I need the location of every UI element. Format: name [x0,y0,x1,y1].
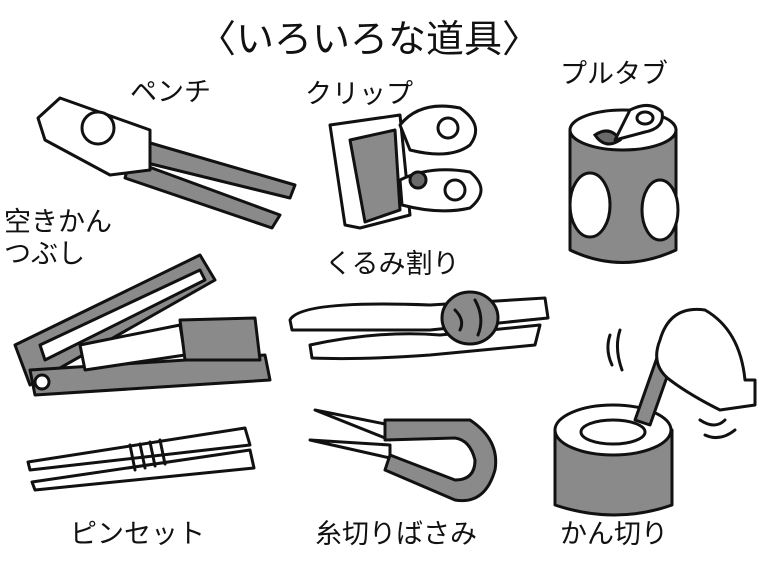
pliers-drawing [36,96,297,230]
label-can-opener: かん切り [560,519,668,550]
label-thread-scissors: 糸切りばさみ [315,519,477,550]
page-title: 〈いろいろな道具〉 [198,17,541,61]
tweezers-drawing [26,426,256,492]
nutcracker-drawing [288,290,550,361]
label-tweezers: ピンセット [70,519,205,550]
can-crusher-drawing [13,253,272,397]
label-can-crusher-line2: つぶし [4,239,85,270]
pull-tab-can-drawing [568,104,680,264]
label-pull-tab: プルタブ [560,59,668,90]
label-pliers: ペンチ [130,77,211,108]
label-clip: クリップ [305,79,413,110]
label-nutcracker: くるみ割り [325,249,460,280]
clip-drawing [328,104,483,230]
label-can-crusher-line1: 空きかん [4,207,112,238]
can-opener-drawing [553,307,757,517]
thread-scissors-drawing [308,408,498,503]
